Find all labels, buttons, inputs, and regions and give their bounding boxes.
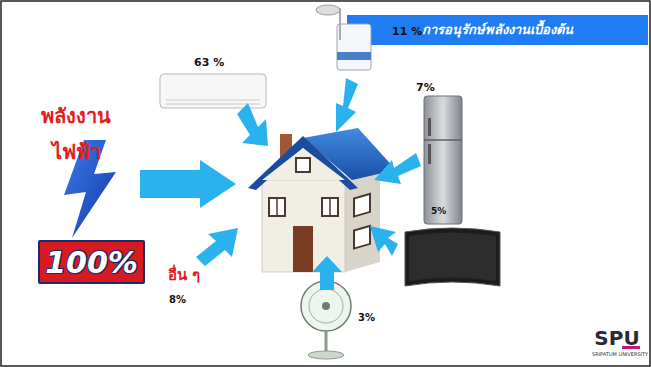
logo-text: SPU [592, 326, 642, 350]
percent-label: 8% [169, 294, 186, 305]
logo-subtext: SRIPATUM UNIVERSITY [592, 351, 642, 357]
refrigerator [424, 96, 462, 224]
percent-label: 63 % [194, 56, 224, 69]
percent-label: 3% [358, 312, 375, 323]
flow-arrow [336, 78, 358, 132]
flow-arrow [196, 228, 238, 266]
air-conditioner [160, 74, 266, 108]
percent-label: 7% [416, 81, 435, 94]
flow-arrow [370, 226, 398, 256]
flow-arrow [374, 153, 421, 184]
badge-text: 100% [45, 245, 138, 280]
flow-arrow [312, 256, 342, 290]
flow-arrow [237, 103, 268, 146]
percent-label: 11 % [392, 25, 422, 38]
percent-badge: 100% [38, 240, 145, 284]
others-label: อื่น ๆ [168, 263, 200, 287]
energy-label: พลังงาน ไฟฟ้า [26, 98, 126, 170]
water-heater [316, 5, 371, 70]
television [405, 228, 500, 286]
title-banner [347, 15, 648, 45]
percent-label: 5% [431, 206, 446, 216]
house-illustration [248, 128, 396, 272]
electric-fan [301, 281, 351, 359]
energy-arrow [140, 160, 236, 208]
